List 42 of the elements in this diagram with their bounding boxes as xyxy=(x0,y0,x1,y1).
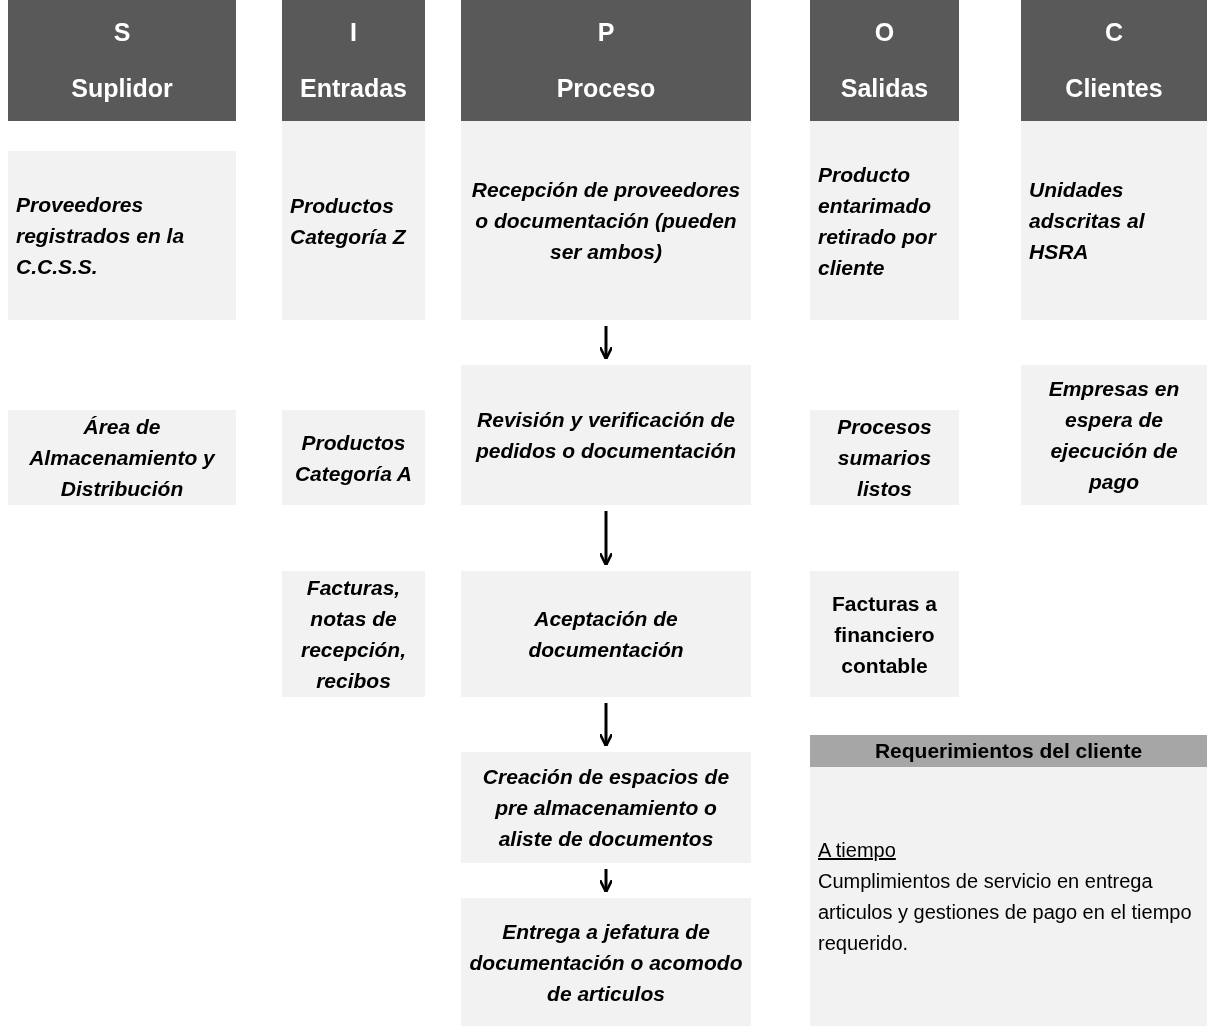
text-box xyxy=(1021,121,1207,320)
arrow xyxy=(598,326,614,361)
column-letter: C xyxy=(1103,17,1125,47)
panel-heading: Requerimientos del cliente xyxy=(810,735,1207,767)
column-header xyxy=(282,0,425,121)
box-text: Procesos sumarios listos xyxy=(836,414,933,502)
column-header xyxy=(8,0,236,121)
box-text: Proveedores registrados en la C.C.S.S. xyxy=(16,192,186,280)
arrow xyxy=(598,703,614,748)
description-text: Cumplimientos de servicio en entrega articulos y gestiones de pago en el tiempo requerido. xyxy=(817,869,1193,956)
column-title: Proceso xyxy=(555,74,657,104)
column-letter: P xyxy=(596,17,616,47)
arrow xyxy=(598,511,614,567)
column-header xyxy=(1021,0,1207,121)
arrow xyxy=(598,869,614,894)
column-title: Entradas xyxy=(299,74,408,104)
box-text: Unidades adscritas al HSRA xyxy=(1029,177,1146,265)
column-letter: O xyxy=(873,17,896,47)
box-text: Productos Categoría A xyxy=(293,429,414,487)
box-text: Aceptación de documentación xyxy=(527,606,685,663)
box-text: Facturas a financiero contable xyxy=(830,590,939,679)
box-text: Productos Categoría Z xyxy=(290,192,407,250)
column-header xyxy=(810,0,959,121)
box-text: Entrega a jefatura de documentación o acomodo de articulos xyxy=(469,918,743,1007)
box-text: Recepción de proveedores o documentación (pueden ser ambos) xyxy=(470,177,742,265)
column-header xyxy=(461,0,751,121)
box-text: Creación de espacios de pre almacenamiento o aliste de documentos xyxy=(481,764,731,852)
column-title: Salidas xyxy=(839,74,930,104)
box-text: Revisión y verificación de pedidos o documentación xyxy=(474,407,738,464)
column-title: Suplidor xyxy=(70,74,174,104)
subheading: A tiempo xyxy=(817,838,897,863)
box-text: Área de Almacenamiento y Distribución xyxy=(28,414,217,502)
box-text: Empresas en espera de ejecución de pago xyxy=(1047,376,1181,495)
column-letter: I xyxy=(349,17,358,47)
box-text: Producto entarimado retirado por cliente xyxy=(818,161,938,281)
column-letter: S xyxy=(112,17,132,47)
process-box xyxy=(461,121,751,320)
text-box xyxy=(282,121,425,320)
column-title: Clientes xyxy=(1064,74,1164,104)
text-box xyxy=(810,121,959,320)
requirements-panel xyxy=(810,735,1207,1026)
box-text: Facturas, notas de recepción, recibos xyxy=(299,575,407,694)
